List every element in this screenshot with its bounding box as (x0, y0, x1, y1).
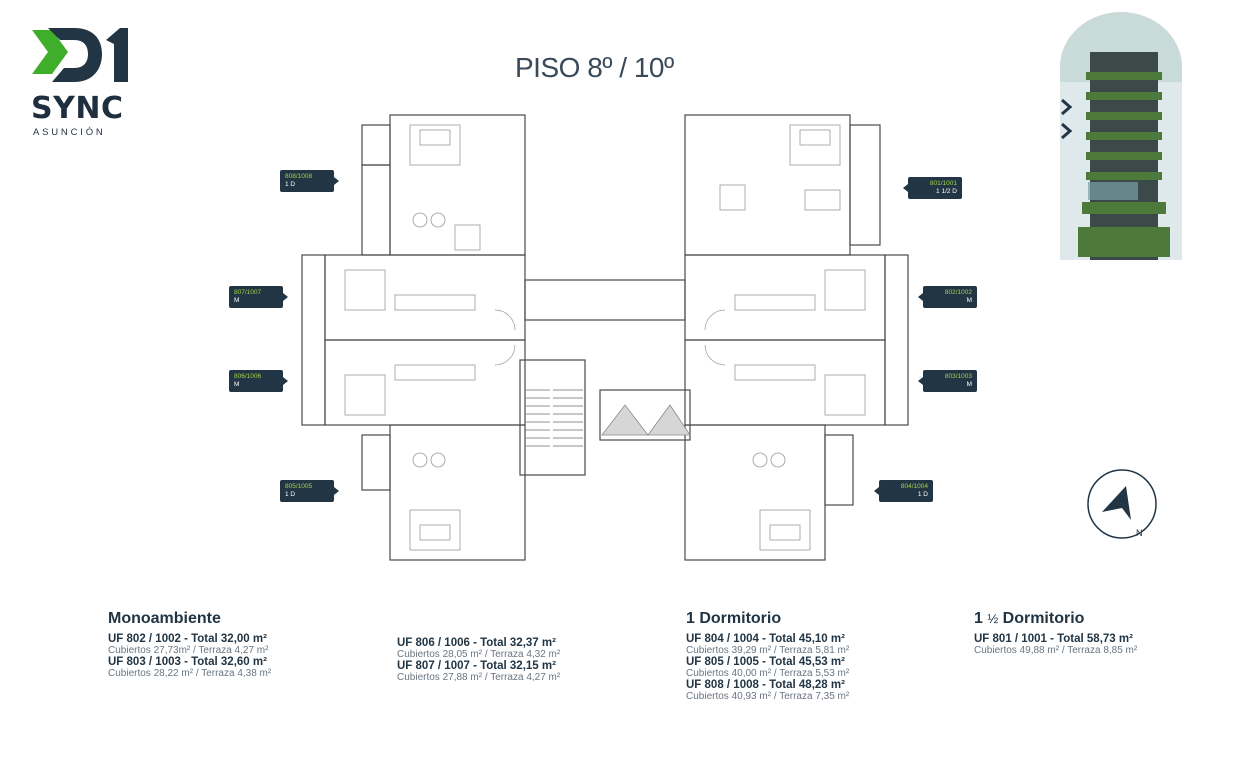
legend-heading-frac: ½ (987, 611, 999, 626)
unit-type: 1 D (285, 181, 296, 188)
unit-code: 808/1008 (285, 173, 313, 180)
unit-tag-803[interactable]: 803/1003 M (918, 370, 977, 392)
unit-type: M (966, 297, 972, 304)
legend-mono: Monoambiente UF 802 / 1002 - Total 32,00… (108, 610, 271, 679)
legend-uf: UF 805 / 1005 - Total 45,53 m² (686, 656, 845, 668)
unit-tag-801[interactable]: 801/1001 1 1/2 D (903, 177, 962, 199)
legend-sub: Cubiertos 28,22 m² / Terraza 4,38 m² (108, 668, 272, 679)
unit-type: 1 1/2 D (936, 188, 957, 195)
legend-uf: UF 804 / 1004 - Total 45,10 m² (686, 633, 845, 645)
legend-sub: Cubiertos 49,88 m² / Terraza 8,85 m² (974, 645, 1138, 656)
legend-sub: Cubiertos 27,73m² / Terraza 4,27 m² (108, 645, 269, 656)
legend-sub: Cubiertos 40,00 m² / Terraza 5,53 m² (686, 668, 850, 679)
unit-tag-804[interactable]: 804/1004 1 D (874, 480, 933, 502)
unit-tag-box: 802/1002 M (923, 286, 977, 308)
legend-heading-rest: Dormitorio (998, 610, 1085, 627)
legend-1d: 1 Dormitorio UF 804 / 1004 - Total 45,10… (686, 610, 849, 702)
legend-sub: Cubiertos 39,29 m² / Terraza 5,81 m² (686, 645, 850, 656)
legend-heading: 1 ½ Dormitorio (974, 610, 1137, 628)
legend-uf: UF 803 / 1003 - Total 32,60 m² (108, 656, 267, 668)
legend-uf: UF 808 / 1008 - Total 48,28 m² (686, 679, 845, 691)
logo-mark (32, 28, 128, 82)
tag-pointer (334, 487, 339, 495)
unit-tag-802[interactable]: 802/1002 M (918, 286, 977, 308)
legend-heading: Monoambiente (108, 610, 221, 627)
unit-code: 805/1005 (285, 483, 313, 490)
unit-tag-805[interactable]: 805/1005 1 D (280, 480, 339, 502)
unit-tag-box: 805/1005 1 D (280, 480, 334, 502)
tag-pointer (903, 184, 908, 192)
unit-code: 801/1001 (929, 180, 957, 187)
compass-icon: N (1087, 469, 1157, 539)
tag-pointer (874, 487, 879, 495)
unit-tag-807[interactable]: 807/1007 M (229, 286, 288, 308)
tag-pointer (918, 293, 923, 301)
legend-uf: UF 807 / 1007 - Total 32,15 m² (397, 660, 556, 672)
compass-label: N (1136, 528, 1143, 538)
floor-plan (301, 114, 909, 561)
tag-pointer (918, 377, 923, 385)
unit-type: M (234, 381, 240, 388)
legend-sub: Cubiertos 28,05 m² / Terraza 4,32 m² (397, 649, 561, 660)
unit-type: M (234, 297, 240, 304)
legend-uf: UF 806 / 1006 - Total 32,37 m² (397, 637, 556, 649)
unit-tag-box: 803/1003 M (923, 370, 977, 392)
unit-code: 806/1006 (234, 373, 262, 380)
unit-type: M (966, 381, 972, 388)
unit-tag-box: 807/1007 M (229, 286, 283, 308)
legend-sub: Cubiertos 27,88 m² / Terraza 4,27 m² (397, 672, 561, 683)
brand-name: SYNC (31, 91, 124, 126)
legend-heading-num: 1 (974, 610, 983, 627)
unit-tag-box: 804/1004 1 D (879, 480, 933, 502)
unit-tag-808[interactable]: 808/1008 1 D (280, 170, 339, 192)
legend-mono-2: UF 806 / 1006 - Total 32,37 m² Cubiertos… (397, 637, 560, 683)
unit-type: 1 D (917, 491, 928, 498)
chevron-right-icon[interactable] (1058, 97, 1076, 141)
tag-pointer (283, 377, 288, 385)
unit-code: 802/1002 (944, 289, 972, 296)
unit-code: 803/1003 (944, 373, 972, 380)
tag-pointer (334, 177, 339, 185)
unit-code: 804/1004 (900, 483, 928, 490)
brand-city: ASUNCIÓN (33, 127, 106, 138)
unit-tag-box: 806/1006 M (229, 370, 283, 392)
legend-sub: Cubiertos 40,93 m² / Terraza 7,35 m² (686, 691, 850, 702)
building-image (1060, 12, 1182, 260)
unit-tag-806[interactable]: 806/1006 M (229, 370, 288, 392)
unit-code: 807/1007 (234, 289, 262, 296)
legend-uf: UF 801 / 1001 - Total 58,73 m² (974, 633, 1133, 645)
legend-uf: UF 802 / 1002 - Total 32,00 m² (108, 633, 267, 645)
tag-pointer (283, 293, 288, 301)
unit-tag-box: 801/1001 1 1/2 D (908, 177, 962, 199)
unit-tag-box: 808/1008 1 D (280, 170, 334, 192)
unit-type: 1 D (285, 491, 296, 498)
page-title: PISO 8º / 10º (515, 52, 674, 83)
legend-1-5d: 1 ½ Dormitorio UF 801 / 1001 - Total 58,… (974, 610, 1137, 656)
legend-heading: 1 Dormitorio (686, 610, 782, 627)
